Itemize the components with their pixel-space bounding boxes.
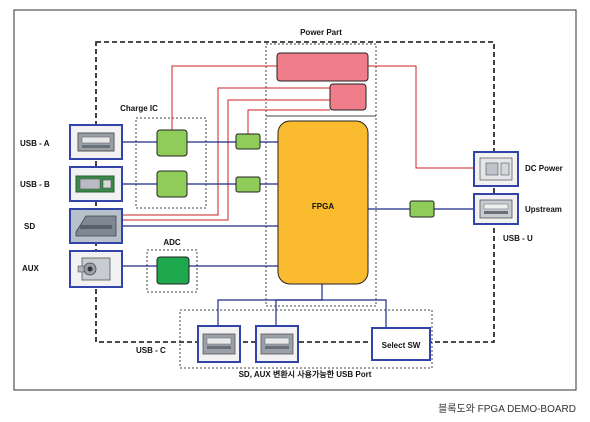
usb-c-label: USB - C — [136, 346, 166, 355]
usb-c-port-2 — [255, 325, 299, 363]
power-part-group — [265, 43, 377, 117]
dc-power-jack-icon — [479, 157, 513, 181]
select-sw-block — [371, 327, 431, 361]
usb-b-label: USB - B — [20, 180, 50, 189]
usb-a-label: USB - A — [20, 139, 50, 148]
power-lines — [122, 65, 474, 221]
fpga-group — [265, 115, 377, 307]
fpga-block — [277, 120, 369, 285]
audio-jack-icon — [77, 257, 111, 281]
sd-label: SD — [24, 222, 35, 231]
sd-port — [69, 208, 123, 244]
dc-power-port — [473, 151, 519, 187]
usb-b-connector-icon — [75, 175, 115, 193]
charge-ic-block-2 — [156, 170, 188, 198]
adc-group — [146, 249, 198, 293]
usb-b-port — [69, 166, 123, 202]
usb-a-port — [69, 124, 123, 160]
power-regulator-block-1 — [276, 52, 369, 82]
usb-c-group — [179, 309, 433, 369]
bottom-note-label: SD, AUX 변환시 사용가능한 USB Port — [239, 369, 372, 379]
usb-a-connector-icon — [260, 333, 294, 355]
signal-lines — [122, 141, 474, 328]
buffer-block-upstream — [409, 200, 435, 218]
select-sw-label: Select SW — [382, 341, 421, 350]
usb-u-label: USB - U — [503, 234, 533, 243]
buffer-block-usb-a — [235, 133, 261, 150]
charge-ic-block-1 — [156, 129, 188, 157]
usb-upstream-connector-icon — [479, 199, 513, 219]
figure-caption: 블록도와 FPGA DEMO-BOARD — [438, 403, 576, 415]
usb-c-port-1 — [197, 325, 241, 363]
aux-port — [69, 250, 123, 288]
sd-card-slot-icon — [75, 215, 117, 237]
upstream-port — [473, 193, 519, 225]
adc-label: ADC — [163, 238, 181, 247]
charge-ic-label: Charge IC — [120, 104, 158, 113]
upstream-label: Upstream — [525, 205, 562, 214]
usb-a-connector-icon — [202, 333, 236, 355]
power-regulator-block-2 — [329, 83, 367, 111]
fpga-label: FPGA — [312, 202, 334, 211]
dc-power-label: DC Power — [525, 164, 563, 173]
adc-block — [156, 256, 190, 285]
power-part-label: Power Part — [300, 28, 342, 37]
aux-label: AUX — [22, 264, 40, 273]
usb-a-connector-icon — [77, 132, 115, 152]
buffer-block-usb-b — [235, 176, 261, 193]
